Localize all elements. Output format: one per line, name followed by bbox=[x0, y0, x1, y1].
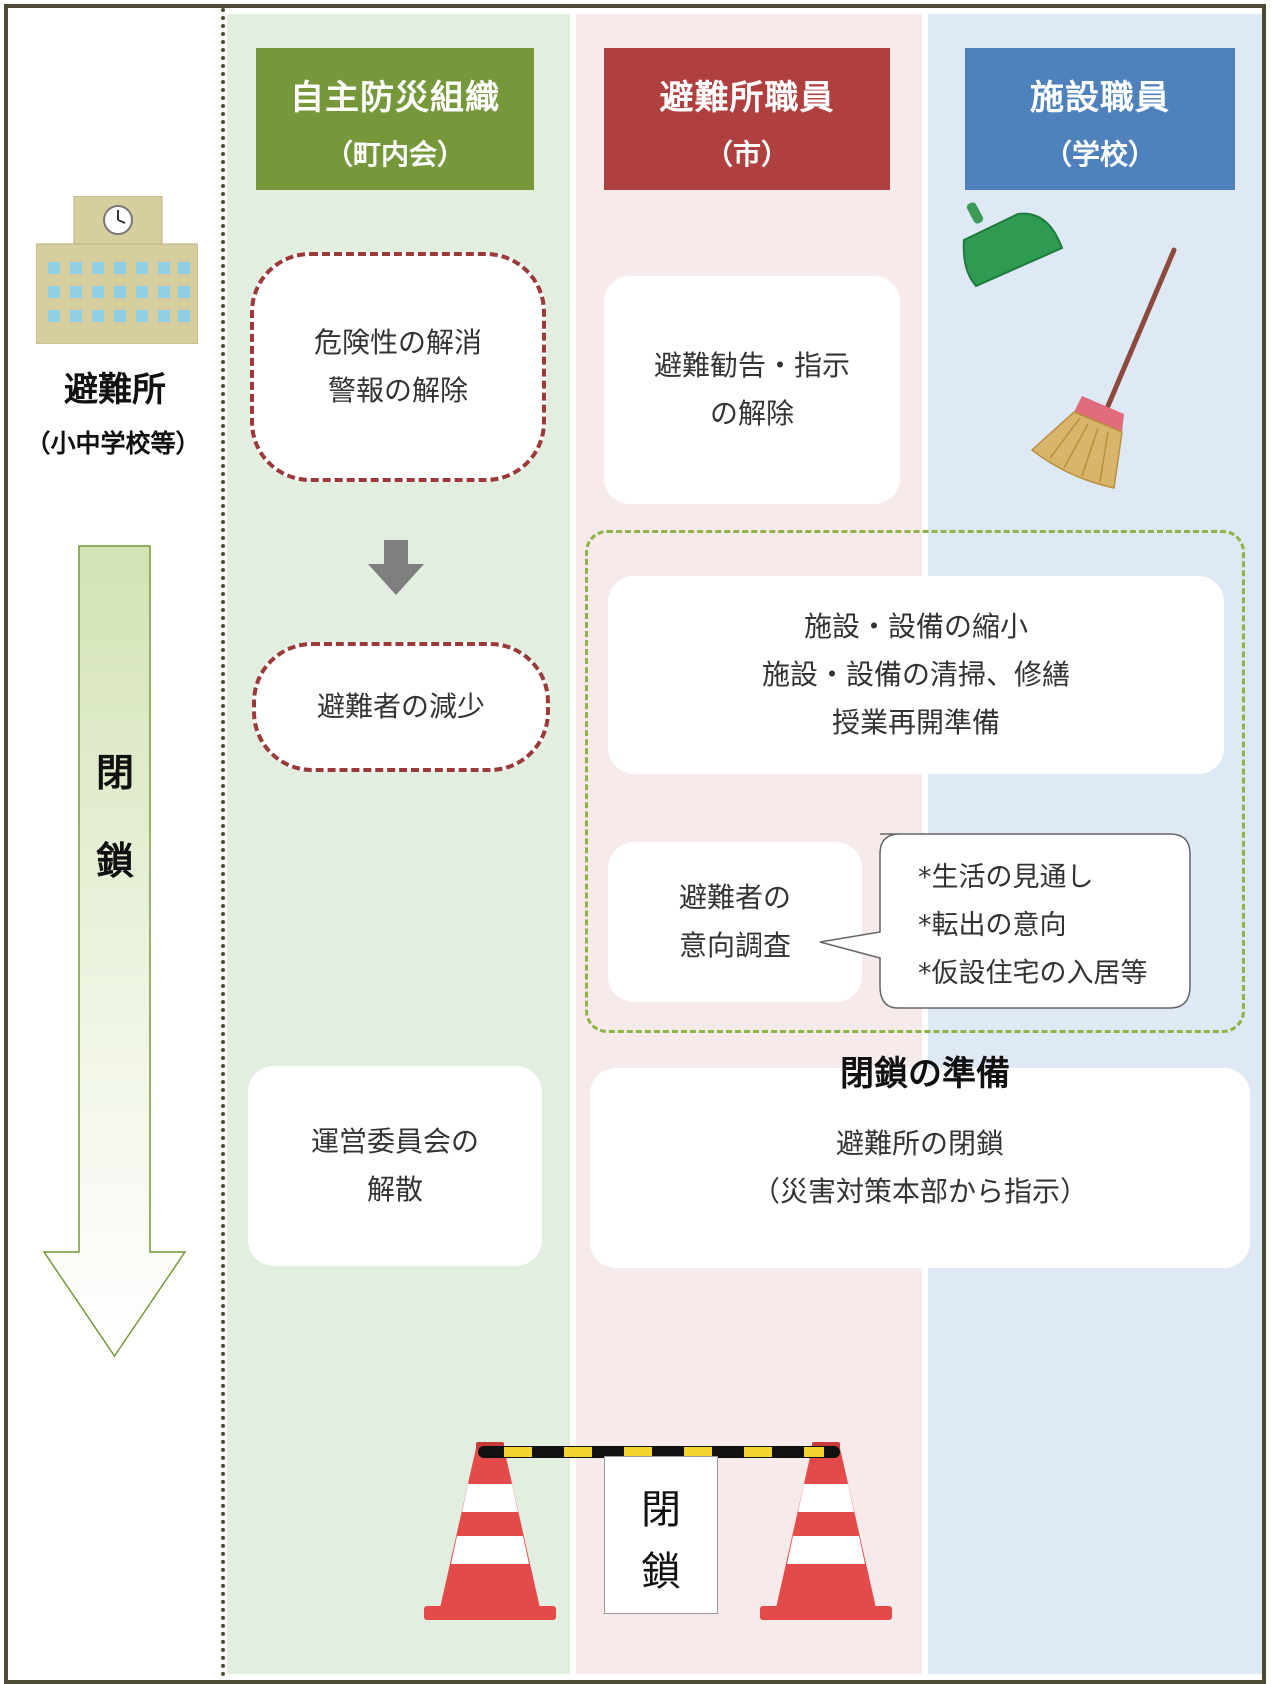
closed-sign-char-1: 閉 bbox=[641, 1487, 681, 1533]
box-committee-dissolve: 運営委員会の 解散 bbox=[248, 1066, 542, 1266]
cone-left-icon bbox=[424, 1442, 556, 1620]
dotted-divider bbox=[221, 8, 225, 1678]
header-shelter-staff: 避難所職員 （市） bbox=[604, 48, 890, 190]
header-facility-staff-subtitle: （学校） bbox=[1043, 138, 1156, 171]
header-facility-staff: 施設職員 （学校） bbox=[965, 48, 1235, 190]
closed-sign: 閉 鎖 bbox=[604, 1456, 718, 1614]
box-survey: 避難者の 意向調査 bbox=[608, 842, 862, 1002]
callout-item-temporary-housing: *仮設住宅の入居等 bbox=[918, 958, 1148, 989]
cone-right-icon bbox=[760, 1442, 892, 1620]
header-community-subtitle: （町内会） bbox=[324, 138, 465, 171]
box-shelter-closure: 避難所の閉鎖 （災害対策本部から指示） bbox=[590, 1068, 1250, 1268]
callout-list: *生活の見通し *転出の意向 *仮設住宅の入居等 bbox=[918, 854, 1180, 998]
box-facility-prep: 施設・設備の縮小 施設・設備の清掃、修繕 授業再開準備 bbox=[608, 576, 1224, 774]
closure-arrow bbox=[42, 545, 187, 1358]
closed-sign-char-2: 鎖 bbox=[641, 1549, 681, 1595]
broom-icon bbox=[1030, 247, 1177, 489]
down-arrow-icon bbox=[368, 540, 424, 595]
school-building-icon bbox=[36, 196, 198, 344]
box-danger-resolved: 危険性の解消 警報の解除 bbox=[250, 252, 546, 482]
header-facility-staff-title: 施設職員 bbox=[1030, 78, 1170, 118]
header-community-title: 自主防災組織 bbox=[290, 78, 500, 118]
shelter-title: 避難所 bbox=[64, 370, 166, 410]
callout-item-outlook: *生活の見通し bbox=[918, 862, 1094, 893]
box-evac-order-lifted: 避難勧告・指示 の解除 bbox=[604, 276, 900, 504]
callout-item-move-out: *転出の意向 bbox=[918, 910, 1067, 941]
header-shelter-staff-subtitle: （市） bbox=[704, 138, 789, 171]
dustpan-icon bbox=[962, 202, 1064, 288]
closing-prep-group bbox=[585, 530, 1245, 1033]
shelter-subtitle: （小中学校等） bbox=[25, 429, 201, 458]
callout-bubble bbox=[819, 833, 1191, 1009]
box-evacuees-decrease: 避難者の減少 bbox=[252, 642, 550, 772]
closing-prep-label: 閉鎖の準備 bbox=[840, 1054, 1010, 1094]
arrow-label-1: 閉 bbox=[95, 751, 134, 795]
barrier-bar-icon bbox=[478, 1446, 840, 1458]
header-shelter-staff-title: 避難所職員 bbox=[659, 78, 835, 118]
header-community: 自主防災組織 （町内会） bbox=[256, 48, 534, 190]
arrow-label-2: 鎖 bbox=[95, 839, 134, 883]
